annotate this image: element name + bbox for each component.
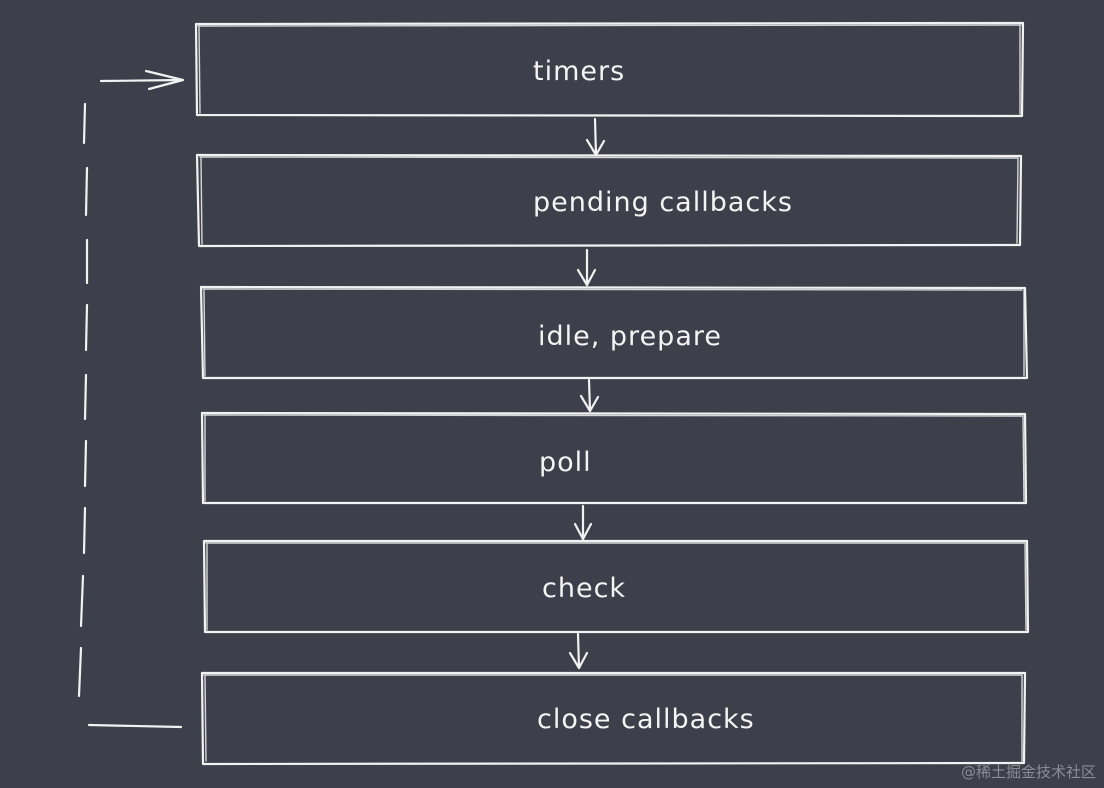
arrow-poll-to-check [573,504,593,541]
arrow-pending-to-idle [576,248,597,287]
arrow-idle-to-poll [579,378,600,413]
phase-box-close-callbacks [200,671,1027,766]
watermark-text: @稀土掘金技术社区 [960,763,1096,781]
phase-label-check: check [542,573,626,604]
arrow-check-to-close [568,632,589,670]
phase-label-timers: timers [533,56,625,87]
phase-label-pending-callbacks: pending callbacks [533,187,793,218]
loop-back-arrow [77,69,185,729]
phase-box-timers [194,21,1025,118]
phase-label-idle-prepare: idle, prepare [538,321,722,352]
phase-box-pending-callbacks [195,153,1023,248]
phase-label-poll: poll [539,447,592,478]
phase-box-poll [200,411,1028,505]
phase-box-check [202,539,1030,634]
phase-label-close-callbacks: close callbacks [537,704,755,735]
arrow-timers-to-pending [585,117,606,157]
phase-box-idle-prepare [199,285,1029,380]
